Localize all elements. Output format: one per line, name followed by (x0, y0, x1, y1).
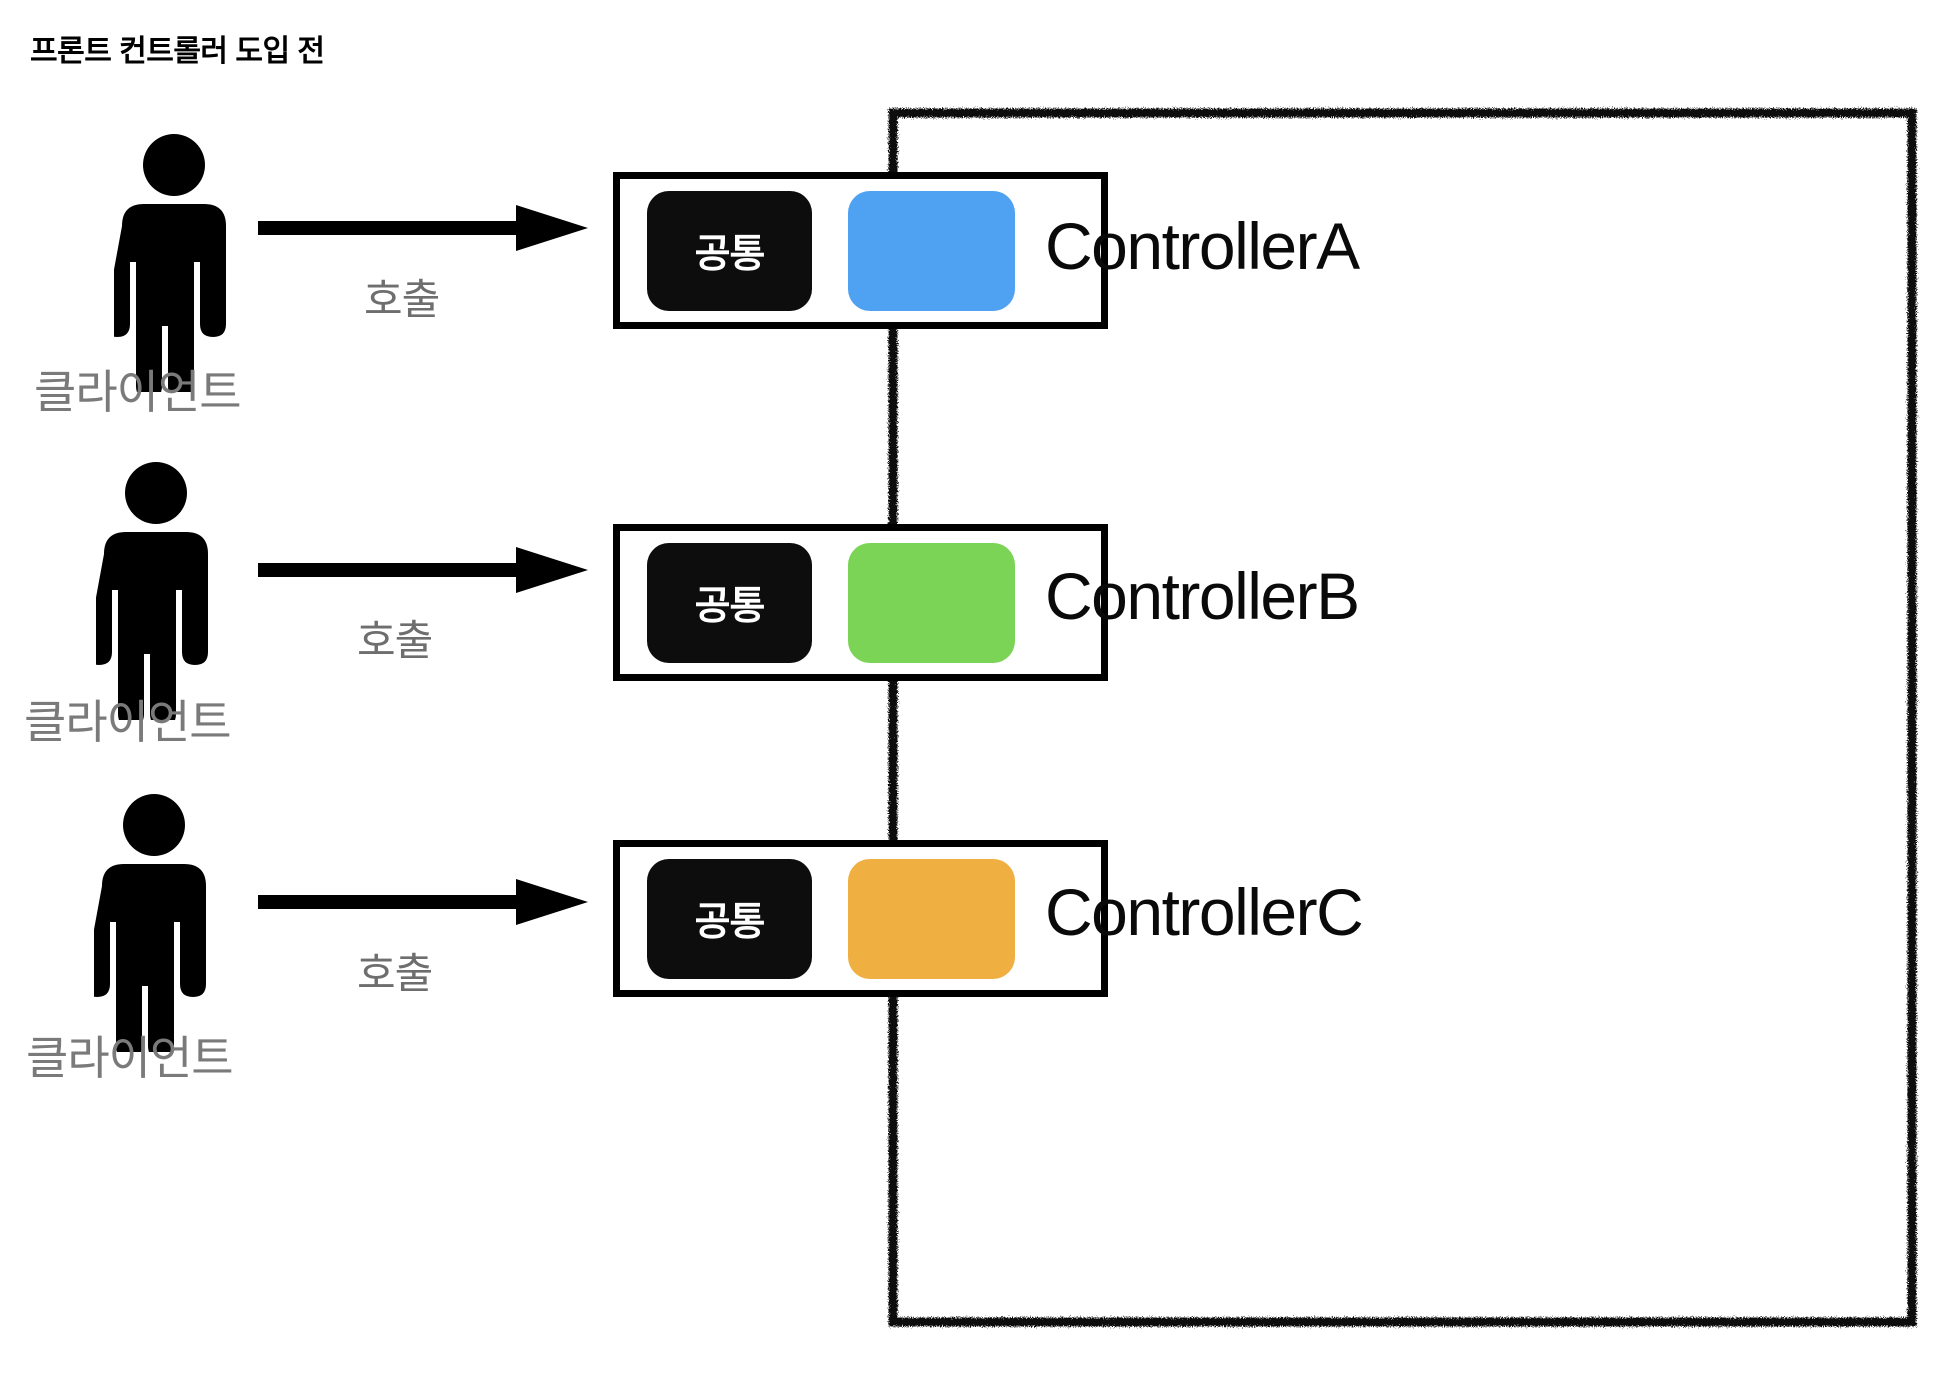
call-arrow-icon (258, 198, 588, 258)
flow-row-controller-b: 클라이언트 호출 공통 ControllerB (0, 462, 1946, 902)
call-label: 호출 (357, 950, 433, 997)
controller-card-b[interactable]: 공통 (613, 524, 1108, 681)
flow-row-controller-c: 클라이언트 호출 공통 ControllerC (0, 794, 1946, 1300)
call-label: 호출 (364, 276, 440, 323)
controller-logic-chip-green (848, 542, 1015, 663)
outer-boundary-frame (888, 108, 1917, 1327)
call-label: 호출 (357, 617, 433, 664)
common-chip: 공통 (647, 190, 812, 311)
flow-row-controller-a: 클라이언트 호출 공통 ControllerA (0, 134, 1946, 480)
page-title: 프론트 컨트롤러 도입 전 (30, 35, 325, 68)
call-arrow-icon (258, 540, 588, 600)
controller-logic-chip-orange (848, 858, 1015, 979)
controller-logic-chip-blue (848, 190, 1015, 311)
controller-name-a: ControllerA (1045, 209, 1360, 283)
client-person-icon (114, 132, 234, 392)
controller-card-a[interactable]: 공통 (613, 172, 1108, 329)
controller-card-c[interactable]: 공통 (613, 840, 1108, 997)
call-arrow-icon (258, 872, 588, 932)
common-chip: 공통 (647, 858, 812, 979)
controller-name-b: ControllerB (1045, 559, 1360, 633)
common-chip: 공통 (647, 542, 812, 663)
client-label: 클라이언트 (26, 1032, 234, 1084)
client-label: 클라이언트 (24, 696, 232, 748)
client-person-icon (94, 792, 214, 1052)
client-person-icon (96, 460, 216, 720)
controller-name-c: ControllerC (1045, 875, 1364, 949)
client-label: 클라이언트 (34, 366, 242, 418)
